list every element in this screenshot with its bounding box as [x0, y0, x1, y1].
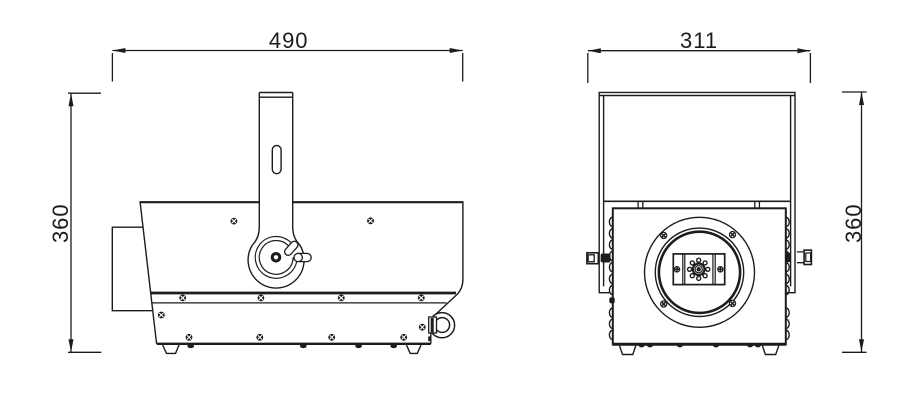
svg-text:311: 311	[680, 28, 718, 53]
svg-text:360: 360	[841, 203, 866, 243]
svg-text:360: 360	[48, 203, 73, 243]
svg-text:490: 490	[269, 28, 309, 53]
